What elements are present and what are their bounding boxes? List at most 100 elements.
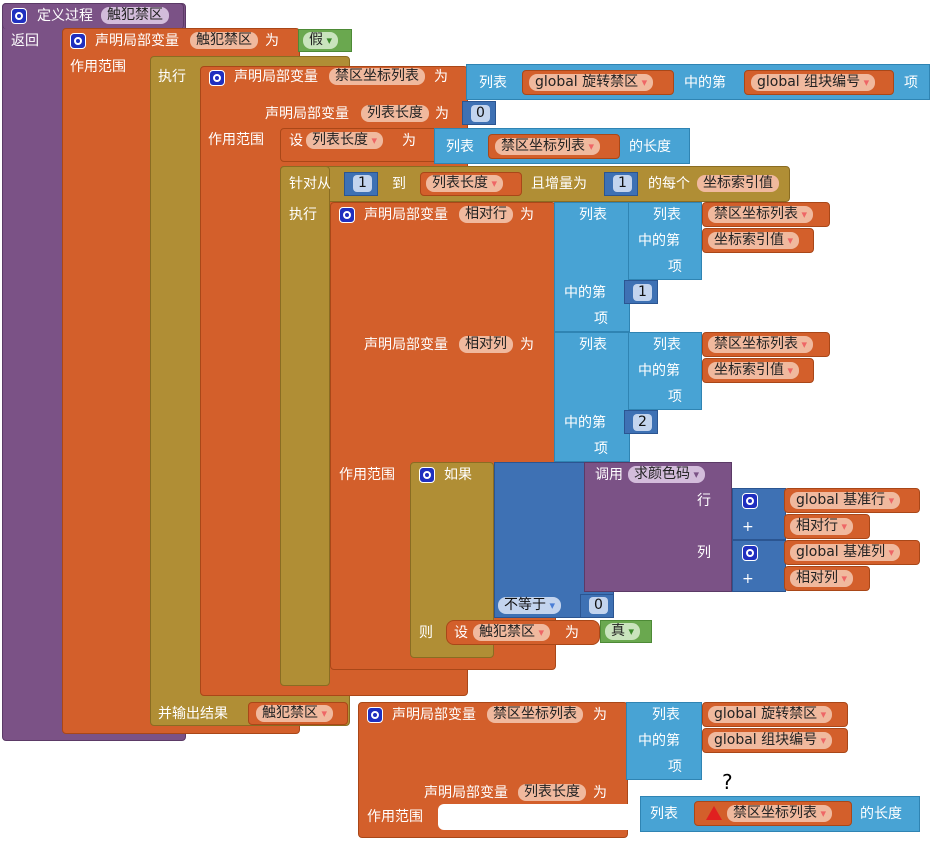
row-inner-list-block[interactable] bbox=[628, 202, 702, 280]
global-block-number[interactable]: global 组块编号 bbox=[708, 732, 833, 749]
call-label: 调用 bbox=[595, 467, 623, 483]
base-row[interactable]: global 基准行 bbox=[790, 492, 901, 509]
to-label: 到 bbox=[392, 176, 406, 192]
procedure-name[interactable]: 触犯禁区 bbox=[101, 7, 169, 24]
compare-op[interactable]: 不等于 bbox=[498, 597, 562, 614]
col-index[interactable]: 2 bbox=[633, 414, 652, 431]
base-col[interactable]: global 基准列 bbox=[790, 544, 901, 561]
loop-var[interactable]: 坐标索引值 bbox=[697, 175, 779, 192]
plus-label: + bbox=[742, 571, 754, 587]
inner-var2-name[interactable]: 列表长度 bbox=[361, 105, 429, 122]
if-label: 如果 bbox=[444, 467, 472, 483]
add-block-row[interactable] bbox=[732, 488, 786, 540]
do-label: 执行 bbox=[289, 207, 317, 223]
for-range-body[interactable] bbox=[280, 166, 330, 686]
global-rotated-zone[interactable]: global 旋转禁区 bbox=[708, 706, 833, 723]
as-label: 为 bbox=[520, 337, 534, 353]
then-label: 则 bbox=[419, 625, 433, 641]
inner-var1-name[interactable]: 禁区坐标列表 bbox=[329, 68, 425, 85]
inner-index-var[interactable]: 坐标索引值 bbox=[708, 232, 800, 249]
declare-label: 声明局部变量 bbox=[95, 33, 179, 49]
list-label: 列表 bbox=[652, 707, 680, 723]
index-label: 中的第 bbox=[638, 363, 680, 379]
to-var[interactable]: 列表长度 bbox=[426, 175, 504, 192]
length-label: 的长度 bbox=[860, 806, 902, 822]
add-block-col[interactable] bbox=[732, 540, 786, 592]
scope-label: 作用范围 bbox=[367, 809, 423, 825]
inner-list-var[interactable]: 禁区坐标列表 bbox=[708, 206, 814, 223]
item-label: 项 bbox=[594, 441, 608, 457]
each-label: 的每个 bbox=[648, 176, 690, 192]
list-label: 列表 bbox=[653, 337, 681, 353]
gear-icon[interactable] bbox=[339, 207, 355, 223]
declare-label: 声明局部变量 bbox=[424, 785, 508, 801]
set-var[interactable]: 触犯禁区 bbox=[473, 624, 551, 641]
as-label: 为 bbox=[265, 33, 279, 49]
list-label: 列表 bbox=[479, 75, 507, 91]
as-label: 为 bbox=[520, 207, 534, 223]
col-inner-list-block[interactable] bbox=[628, 332, 702, 410]
floating-var1-name[interactable]: 禁区坐标列表 bbox=[487, 706, 583, 723]
as-label: 为 bbox=[593, 707, 607, 723]
col-var[interactable]: 相对列 bbox=[459, 336, 513, 353]
scope-label: 作用范围 bbox=[208, 132, 264, 148]
global-block-number[interactable]: global 组块编号 bbox=[751, 74, 876, 91]
row-var[interactable]: 相对行 bbox=[459, 206, 513, 223]
global-rotated-zone[interactable]: global 旋转禁区 bbox=[529, 74, 654, 91]
gear-icon[interactable] bbox=[70, 33, 86, 49]
length-label: 的长度 bbox=[629, 139, 671, 155]
do-label: 执行 bbox=[158, 69, 186, 85]
scope-label: 作用范围 bbox=[70, 59, 126, 75]
list-label: 列表 bbox=[653, 207, 681, 223]
true-value[interactable]: 真 bbox=[605, 623, 641, 640]
call-proc[interactable]: 求颜色码 bbox=[628, 466, 706, 483]
index-label: 中的第 bbox=[638, 733, 680, 749]
result-var[interactable]: 触犯禁区 bbox=[256, 705, 334, 722]
as-label: 为 bbox=[435, 106, 449, 122]
outer-var-name[interactable]: 触犯禁区 bbox=[190, 32, 258, 49]
list-select-item-block[interactable] bbox=[626, 702, 702, 780]
row-list-item-block[interactable] bbox=[554, 202, 630, 332]
step-value[interactable]: 1 bbox=[613, 175, 632, 192]
gear-icon[interactable] bbox=[11, 8, 27, 24]
gear-icon[interactable] bbox=[419, 467, 435, 483]
rel-col[interactable]: 相对列 bbox=[790, 570, 854, 587]
number-value[interactable]: 0 bbox=[471, 105, 490, 122]
gear-icon[interactable] bbox=[742, 493, 758, 509]
gear-icon[interactable] bbox=[367, 707, 383, 723]
declare-label: 声明局部变量 bbox=[265, 106, 349, 122]
set-var[interactable]: 列表长度 bbox=[306, 132, 384, 149]
inner-list-var[interactable]: 禁区坐标列表 bbox=[708, 336, 814, 353]
rel-row[interactable]: 相对行 bbox=[790, 518, 854, 535]
item-label: 项 bbox=[594, 311, 608, 327]
compare-value[interactable]: 0 bbox=[589, 597, 608, 614]
detached-list-var[interactable]: 禁区坐标列表 bbox=[727, 805, 833, 822]
result-label: 并输出结果 bbox=[158, 706, 228, 722]
list-label: 列表 bbox=[579, 207, 607, 223]
procedure-header-label: 定义过程 bbox=[37, 8, 93, 24]
item-label: 项 bbox=[668, 259, 682, 275]
index-label: 中的第 bbox=[564, 415, 606, 431]
row-index[interactable]: 1 bbox=[633, 284, 652, 301]
call-procedure-block[interactable] bbox=[584, 462, 732, 592]
gear-icon[interactable] bbox=[742, 545, 758, 561]
plus-label: + bbox=[742, 519, 754, 535]
return-label: 返回 bbox=[11, 33, 39, 49]
row-label: 行 bbox=[697, 493, 711, 509]
inner-index-var[interactable]: 坐标索引值 bbox=[708, 362, 800, 379]
item-label: 项 bbox=[668, 759, 682, 775]
scope-label: 作用范围 bbox=[339, 467, 395, 483]
as-label: 为 bbox=[402, 133, 416, 149]
empty-scope-slot[interactable] bbox=[438, 804, 628, 830]
false-value[interactable]: 假 bbox=[303, 32, 339, 49]
list-var[interactable]: 禁区坐标列表 bbox=[495, 138, 601, 155]
list-label: 列表 bbox=[650, 806, 678, 822]
index-label: 中的第 bbox=[564, 285, 606, 301]
floating-var2-name[interactable]: 列表长度 bbox=[518, 784, 586, 801]
from-value[interactable]: 1 bbox=[353, 175, 372, 192]
gear-icon[interactable] bbox=[209, 70, 225, 86]
index-label: 中的第 bbox=[638, 233, 680, 249]
warning-icon[interactable] bbox=[706, 806, 722, 820]
declare-label: 声明局部变量 bbox=[392, 707, 476, 723]
from-label: 针对从 bbox=[289, 176, 331, 192]
